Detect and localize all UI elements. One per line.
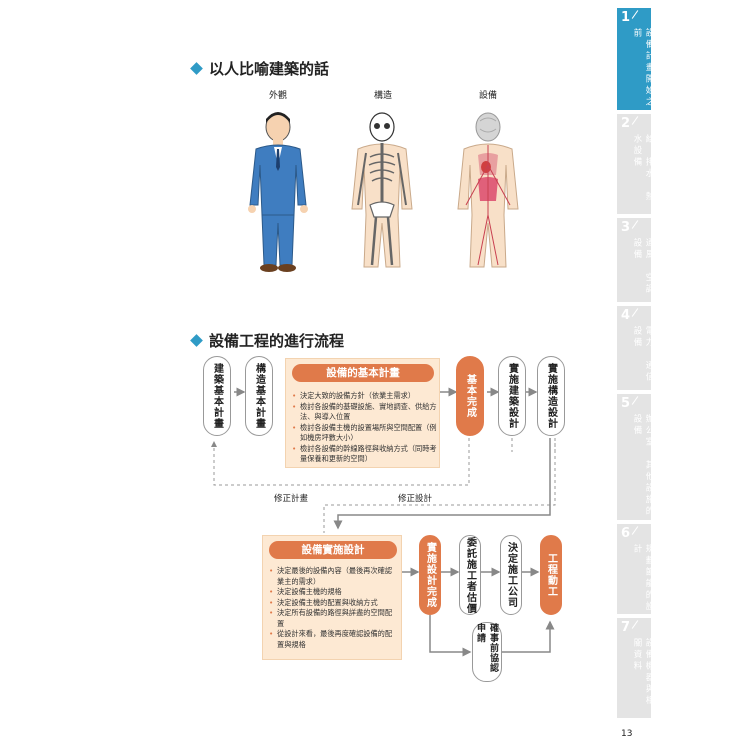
index-number: 6 [621,526,631,541]
diamond-bullet-icon [190,334,203,347]
list-item: 決定大致的設備方針（依業主需求） [292,391,437,402]
figure-label-structure: 構造 [373,91,392,101]
flow-step-impl-architecture: 實施建築設計 [498,356,526,436]
index-number: 4 [621,308,631,323]
index-tab-2[interactable]: 2 給、排水、熱水設備 [617,114,654,216]
list-item: 檢討各設備主機的設置場所與空間配置（例如機房坪數大小） [292,423,437,444]
index-number: 2 [621,116,631,131]
basic-plan-box: 設備的基本計畫 決定大致的設備方針（依業主需求） 檢討各設備的基礎設施、實地調查… [285,358,440,468]
flow-step-label: 工程動工 [545,553,557,597]
flow-step-label: 委託施工者估價 [464,536,476,614]
flow-step-architecture-basic-plan: 建築基本計畫 [203,356,231,436]
revise-design-label: 修正設計 [398,494,433,504]
flow-step-label: 實施構造設計 [545,363,557,429]
index-tab-3[interactable]: 3 通風、空調設備 [617,218,654,304]
section-heading-flow: 設備工程的進行流程 [190,330,345,351]
impl-design-list: 決定最後的設備內容（最後再次確認業主的需求） 決定設備主機的規格 決定設備主機的… [269,566,399,650]
index-label: 通風、空調設備 [632,238,654,296]
flow-step-label: 實施建築設計 [506,363,518,429]
flow-step-label: 構造基本計畫 [253,363,265,429]
index-tab-4[interactable]: 4 電力、通信設備 [617,306,654,392]
flow-step-impl-structure: 實施構造設計 [537,356,565,436]
index-tab-6[interactable]: 6 規劃節能的設計 [617,524,654,616]
index-tab-5[interactable]: 5 辦公室、其他設施的設備 [617,394,654,522]
index-number: 5 [621,396,631,411]
internal-organs-icon [457,112,519,268]
list-item: 決定設備主機的規格 [269,587,399,598]
flow-step-construction: 工程動工 [540,535,562,615]
index-label: 電力、通信設備 [632,326,654,384]
index-label: 辦公室、其他設施的設備 [632,414,654,518]
section-heading-analogy: 以人比喻建築的話 [190,58,330,79]
list-item: 檢討各設備的幹線路徑與收納方式（同時考量保養和更新的空間） [292,444,437,465]
basic-plan-title: 設備的基本計畫 [292,364,434,382]
figure-label-exterior: 外觀 [268,91,287,101]
index-label: 給、排水、熱水設備 [632,134,654,203]
flow-step-label: 實施設計完成 [424,542,436,608]
diamond-bullet-icon [190,62,203,75]
index-number: 1 [621,10,631,25]
flow-connectors [211,387,556,657]
flow-step-basic-complete: 基本完成 [456,356,484,436]
skeleton-icon [351,112,413,268]
index-label: 設備機器與相關資料 [632,638,654,707]
person-exterior-icon [248,112,308,272]
index-number: 7 [621,620,631,635]
index-number: 3 [621,220,631,235]
flow-step-structure-basic-plan: 構造基本計畫 [245,356,273,436]
page-number: 13 [621,729,633,739]
index-tab-7[interactable]: 7 設備機器與相關資料 [617,618,654,720]
list-item: 決定最後的設備內容（最後再次確認業主的需求） [269,566,399,587]
index-label: 規劃節能的設計 [632,544,654,613]
flow-step-contractor: 決定施工公司 [500,535,522,615]
flow-step-label: 確事前協認申請 [475,623,498,673]
list-item: 決定所有設備的路徑與詳盡的空間配置 [269,608,399,629]
list-item: 決定設備主機的配置與收納方式 [269,598,399,609]
impl-design-box: 設備實施設計 決定最後的設備內容（最後再次確認業主的需求） 決定設備主機的規格 … [262,535,402,660]
section-title: 設備工程的進行流程 [209,332,345,350]
flow-step-impl-complete: 實施設計完成 [419,535,441,615]
figure-label-equipment: 設備 [478,91,497,101]
basic-plan-list: 決定大致的設備方針（依業主需求） 檢討各設備的基礎設施、實地調查、供給方法、與導… [292,391,437,465]
flow-step-label: 決定施工公司 [505,542,517,608]
revise-plan-label: 修正計畫 [274,494,309,504]
impl-design-title: 設備實施設計 [269,541,397,559]
index-label: 設備計畫開始之前 [632,28,654,109]
flow-step-pre-confirm: 確事前協認申請 [472,622,502,682]
list-item: 檢討各設備的基礎設施、實地調查、供給方法、與導入位置 [292,402,437,423]
flow-step-label: 建築基本計畫 [211,363,223,429]
list-item: 從設計來看，最後再度確認設備的配置與規格 [269,629,399,650]
index-tab-1[interactable]: 1 設備計畫開始之前 [617,8,654,112]
section-title: 以人比喻建築的話 [209,60,330,78]
flow-step-estimate: 委託施工者估價 [459,535,481,615]
flow-step-label: 基本完成 [464,374,476,418]
